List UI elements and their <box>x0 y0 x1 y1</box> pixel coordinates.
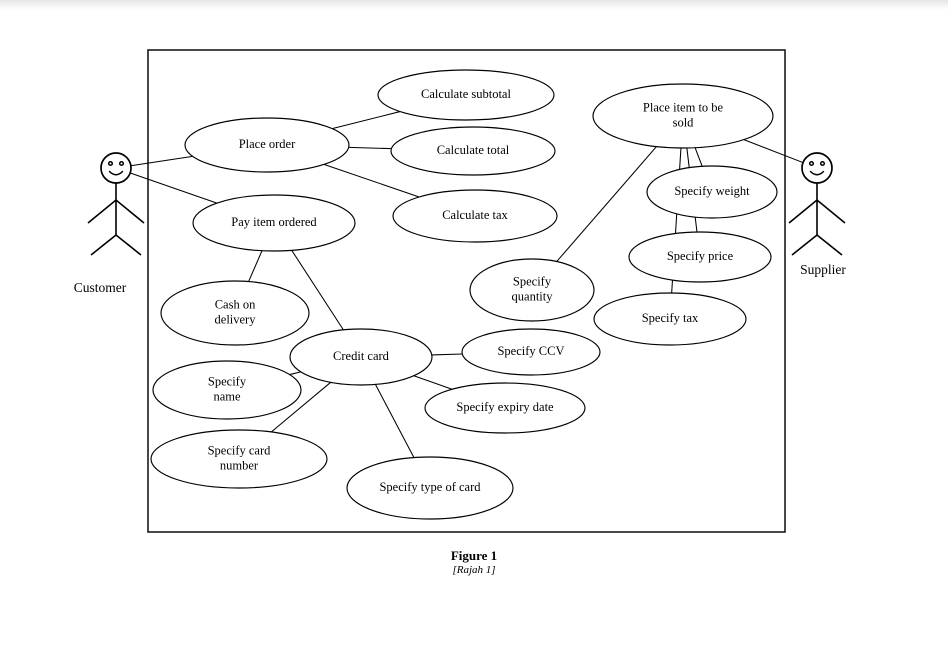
use-case-specify-expiry-date[interactable]: Specify expiry date <box>424 382 586 434</box>
use-case-ellipse <box>346 456 514 520</box>
use-case-ellipse <box>390 126 556 176</box>
use-case-ellipse <box>469 258 595 322</box>
use-case-ellipse <box>192 194 356 252</box>
use-case-specify-price[interactable]: Specify price <box>628 231 772 283</box>
use-case-specify-tax[interactable]: Specify tax <box>593 292 747 346</box>
association-place-order-to-calculate-subtotal <box>332 111 401 130</box>
actor-eye-icon <box>808 160 815 167</box>
use-case-ellipse <box>424 382 586 434</box>
actor-eye-icon <box>118 160 125 167</box>
figure-caption-title: Figure 1 <box>450 548 498 563</box>
use-case-ellipse <box>289 328 433 386</box>
system-boundary-box <box>147 49 786 533</box>
actor-label: Customer <box>74 280 127 295</box>
use-case-specify-ccv[interactable]: Specify CCV <box>461 328 601 376</box>
use-case-label: Calculate total <box>437 143 510 157</box>
use-case-label: Calculate tax <box>442 208 508 222</box>
association-place-item-to-be-sold-to-specify-weight <box>694 147 703 167</box>
actor-head-icon <box>801 152 833 184</box>
use-case-ellipse <box>592 83 774 149</box>
use-case-label: Credit card <box>333 349 390 363</box>
association-customer-to-pay-item-ordered <box>129 172 218 204</box>
association-credit-card-to-specify-type-of-card <box>374 384 415 458</box>
actor-smile-icon <box>108 170 124 176</box>
association-credit-card-to-specify-name <box>289 371 301 376</box>
figure-caption-subtitle: [Rajah 1] <box>452 563 496 576</box>
use-case-ellipse <box>593 292 747 346</box>
use-case-ellipse <box>392 189 558 243</box>
figure-caption: Figure 1 [Rajah 1] <box>0 548 948 577</box>
use-case-ellipse <box>184 117 350 173</box>
association-pay-item-ordered-to-credit-card <box>291 250 344 331</box>
association-credit-card-to-specify-expiry-date <box>413 375 453 390</box>
use-case-label: Specify price <box>667 249 734 263</box>
association-credit-card-to-specify-ccv <box>431 353 463 356</box>
association-supplier-to-place-item-to-be-sold <box>743 139 805 164</box>
actor-body-icon <box>788 183 846 256</box>
use-case-label: Specify tax <box>642 311 699 325</box>
actor-customer[interactable]: Customer <box>74 152 145 295</box>
association-customer-to-place-order <box>129 155 193 167</box>
actor-nodes: Customer Supplier <box>74 152 846 295</box>
association-credit-card-to-specify-card-number <box>270 381 332 433</box>
use-case-calculate-subtotal[interactable]: Calculate subtotal <box>377 69 555 121</box>
association-place-item-to-be-sold-to-specify-quantity <box>556 146 657 262</box>
use-case-label: Place order <box>239 137 296 151</box>
use-case-ellipse <box>377 69 555 121</box>
use-case-specify-weight[interactable]: Specify weight <box>646 165 778 219</box>
page-top-edge-shadow <box>0 0 948 10</box>
use-case-label: Calculate subtotal <box>421 87 511 101</box>
use-case-pay-item-ordered[interactable]: Pay item ordered <box>192 194 356 252</box>
use-case-specify-type-of-card[interactable]: Specify type of card <box>346 456 514 520</box>
use-case-ellipse <box>160 280 310 346</box>
actor-head-icon <box>100 152 132 184</box>
actor-smile-icon <box>809 170 825 176</box>
actor-eye-icon <box>107 160 114 167</box>
use-case-label: Specify CCV <box>497 344 564 358</box>
actor-eye-icon <box>819 160 826 167</box>
use-case-ellipse <box>461 328 601 376</box>
use-case-ellipse <box>646 165 778 219</box>
use-case-place-order[interactable]: Place order <box>184 117 350 173</box>
association-place-order-to-calculate-total <box>348 146 392 150</box>
use-case-label: Specify expiry date <box>456 400 554 414</box>
use-case-ellipse <box>628 231 772 283</box>
actor-body-icon <box>87 183 145 256</box>
use-case-label: Pay item ordered <box>231 215 317 229</box>
use-case-calculate-tax[interactable]: Calculate tax <box>392 189 558 243</box>
association-place-order-to-calculate-tax <box>323 163 420 198</box>
association-pay-item-ordered-to-cash-on-delivery <box>248 250 263 282</box>
use-case-label: Specify type of card <box>379 480 481 494</box>
use-case-credit-card[interactable]: Credit card <box>289 328 433 386</box>
actor-label: Supplier <box>800 262 846 277</box>
use-case-calculate-total[interactable]: Calculate total <box>390 126 556 176</box>
use-case-ellipse <box>150 429 328 489</box>
use-case-ellipse <box>152 360 302 420</box>
actor-supplier[interactable]: Supplier <box>788 152 846 277</box>
use-case-label: Specify weight <box>674 184 750 198</box>
